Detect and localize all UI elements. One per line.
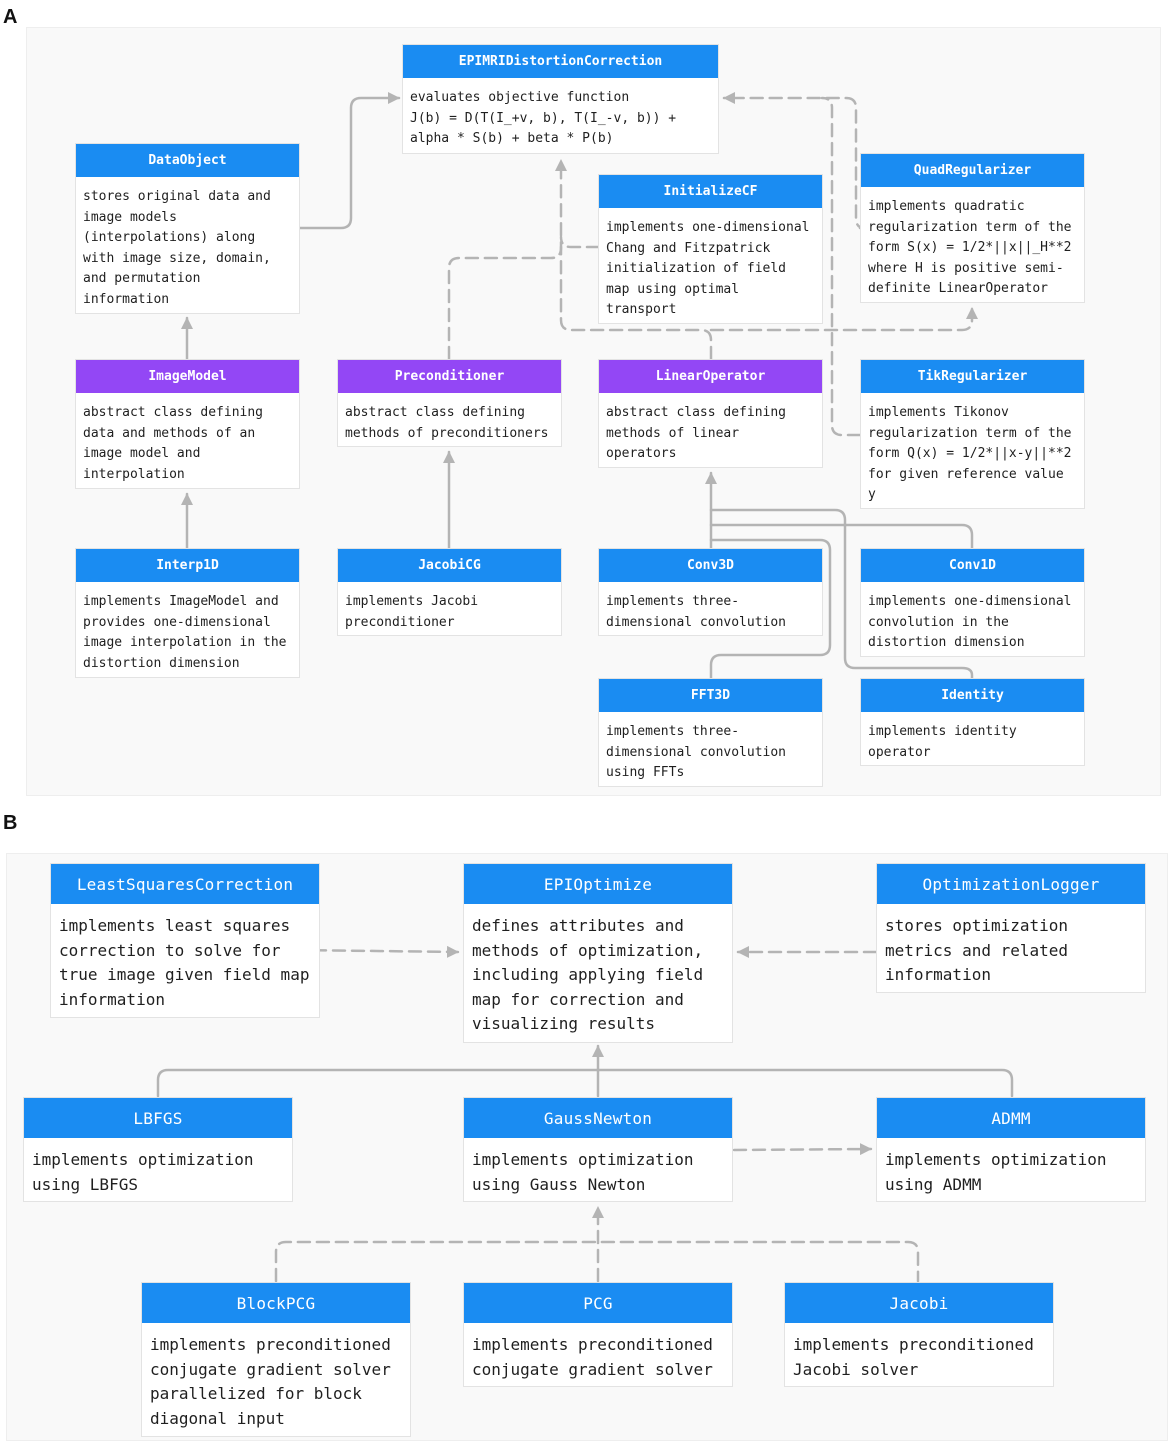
node-header: PCG bbox=[464, 1283, 732, 1323]
node-description: implements Tikonov regularization term o… bbox=[868, 405, 1072, 502]
node-header: Identity bbox=[861, 679, 1084, 712]
node-header: TikRegularizer bbox=[861, 360, 1084, 393]
edge-lsc-to-epiopt bbox=[293, 945, 460, 958]
node-imagemodel: ImageModel abstract class defining data … bbox=[76, 360, 299, 488]
node-pcg: PCG implements preconditioned conjugate … bbox=[464, 1283, 732, 1386]
node-description: implements three- dimensional convolutio… bbox=[606, 724, 787, 780]
node-header: QuadRegularizer bbox=[861, 154, 1084, 187]
edge-quadreg-to-epi bbox=[722, 92, 866, 230]
node-header: Jacobi bbox=[785, 1283, 1053, 1323]
edge-precond-to-epi bbox=[447, 158, 567, 361]
node-identity: Identity implements identity operator bbox=[861, 679, 1084, 765]
node-description: implements ImageModel and provides one-d… bbox=[83, 594, 287, 671]
node-description: evaluates objective function J(b) = D(T(… bbox=[410, 90, 677, 146]
node-description: implements optimization using LBFGS bbox=[32, 1150, 254, 1194]
edge-conv1d-to-linop bbox=[709, 523, 974, 550]
node-description: defines attributes and methods of optimi… bbox=[472, 916, 704, 1034]
node-initializecf: InitializeCF implements one-dimensional … bbox=[599, 175, 822, 323]
edge-fft3d-to-linop bbox=[709, 538, 832, 680]
node-description: implements preconditioned conjugate grad… bbox=[472, 1335, 713, 1379]
node-linearoperator: LinearOperator abstract class defining m… bbox=[599, 360, 822, 467]
node-leastsquarescorrection: LeastSquaresCorrection implements least … bbox=[51, 864, 319, 1017]
node-header: BlockPCG bbox=[142, 1283, 410, 1323]
node-description: implements preconditioned Jacobi solver bbox=[793, 1335, 1034, 1379]
node-description: implements Jacobi preconditioner bbox=[345, 594, 479, 630]
edge-lbfgs-to-epiopt bbox=[156, 1068, 1014, 1098]
edge-dataobject-to-epi bbox=[298, 92, 401, 230]
panel-b-label: B bbox=[3, 812, 18, 834]
node-header: LinearOperator bbox=[599, 360, 822, 393]
edge-initcf-to-epi bbox=[559, 235, 601, 249]
node-header: Conv1D bbox=[861, 549, 1084, 582]
node-description: abstract class defining methods of preco… bbox=[345, 405, 549, 441]
edge-gn-to-admm bbox=[732, 1143, 873, 1156]
node-header: Preconditioner bbox=[338, 360, 561, 393]
node-description: implements one-dimensional Chang and Fit… bbox=[606, 220, 810, 317]
node-header: LBFGS bbox=[24, 1098, 292, 1138]
node-conv1d: Conv1D implements one-dimensional convol… bbox=[861, 549, 1084, 656]
node-header: EPIOptimize bbox=[464, 864, 732, 904]
node-header: FFT3D bbox=[599, 679, 822, 712]
node-preconditioner: Preconditioner abstract class defining m… bbox=[338, 360, 561, 446]
node-description: abstract class defining methods of linea… bbox=[606, 405, 787, 461]
edge-linop-to-epi bbox=[559, 245, 713, 361]
node-description: implements optimization using Gauss Newt… bbox=[472, 1150, 694, 1194]
node-lbfgs: LBFGS implements optimization using LBFG… bbox=[24, 1098, 292, 1201]
node-header: InitializeCF bbox=[599, 175, 822, 208]
node-epioptimize: EPIOptimize defines attributes and metho… bbox=[464, 864, 732, 1042]
node-header: Conv3D bbox=[599, 549, 822, 582]
node-gaussnewton: GaussNewton implements optimization usin… bbox=[464, 1098, 732, 1201]
node-header: DataObject bbox=[76, 144, 299, 177]
node-blockpcg: BlockPCG implements preconditioned conju… bbox=[142, 1283, 410, 1436]
edge-tikreg-to-epi bbox=[820, 96, 862, 437]
node-description: implements identity operator bbox=[868, 724, 1017, 760]
node-interp1d: Interp1D implements ImageModel and provi… bbox=[76, 549, 299, 677]
node-conv3d: Conv3D implements three- dimensional con… bbox=[599, 549, 822, 635]
node-header: OptimizationLogger bbox=[877, 864, 1145, 904]
node-description: implements quadratic regularization term… bbox=[868, 199, 1072, 296]
node-header: GaussNewton bbox=[464, 1098, 732, 1138]
node-description: implements optimization using ADMM bbox=[885, 1150, 1107, 1194]
node-header: JacobiCG bbox=[338, 549, 561, 582]
node-jacobicg: JacobiCG implements Jacobi preconditione… bbox=[338, 549, 561, 635]
node-header: EPIMRIDistortionCorrection bbox=[403, 45, 718, 78]
node-admm: ADMM implements optimization using ADMM bbox=[877, 1098, 1145, 1201]
node-description: abstract class defining data and methods… bbox=[83, 405, 264, 482]
node-epimridistortioncorrection: EPIMRIDistortionCorrection evaluates obj… bbox=[403, 45, 718, 153]
node-description: implements three- dimensional convolutio… bbox=[606, 594, 787, 630]
node-header: LeastSquaresCorrection bbox=[51, 864, 319, 904]
node-description: implements preconditioned conjugate grad… bbox=[150, 1335, 391, 1428]
edge-identity-to-linop bbox=[709, 508, 974, 680]
node-dataobject: DataObject stores original data and imag… bbox=[76, 144, 299, 313]
node-description: stores optimization metrics and related … bbox=[885, 916, 1069, 985]
node-quadregularizer: QuadRegularizer implements quadratic reg… bbox=[861, 154, 1084, 302]
node-description: implements one-dimensional convolution i… bbox=[868, 594, 1072, 650]
panel-a-label: A bbox=[3, 6, 18, 28]
node-description: stores original data and image models (i… bbox=[83, 189, 271, 307]
node-description: implements least squares correction to s… bbox=[59, 916, 310, 1009]
node-header: ADMM bbox=[877, 1098, 1145, 1138]
node-tikregularizer: TikRegularizer implements Tikonov regula… bbox=[861, 360, 1084, 508]
node-optimizationlogger: OptimizationLogger stores optimization m… bbox=[877, 864, 1145, 992]
node-fft3d: FFT3D implements three- dimensional conv… bbox=[599, 679, 822, 786]
edge-linop-to-quadreg bbox=[709, 306, 978, 332]
node-header: ImageModel bbox=[76, 360, 299, 393]
node-jacobi: Jacobi implements preconditioned Jacobi … bbox=[785, 1283, 1053, 1386]
node-header: Interp1D bbox=[76, 549, 299, 582]
